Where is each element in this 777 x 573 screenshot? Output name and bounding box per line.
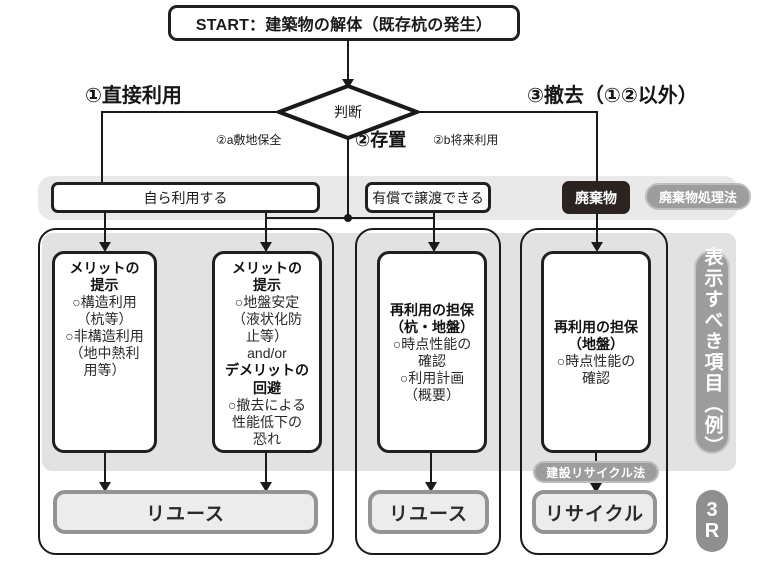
result-reuse-1: リユース: [53, 490, 318, 534]
arrow-card4-to-recycle: [590, 483, 602, 493]
connector-to-card-3: [433, 213, 435, 245]
card-line: ○時点性能の: [556, 353, 636, 369]
connector-start-to-decision: [347, 41, 349, 81]
waste-law-pill: 廃棄物処理法: [645, 183, 751, 210]
start-label: START：建築物の解体（既存杭の発生）: [195, 17, 493, 34]
card-reuse-guarantee-pile-ground: 再利用の担保 （杭・地盤） ○時点性能の 確認 ○利用計画 （概要）: [377, 251, 487, 453]
connector-decision-right: [415, 111, 598, 113]
branch-label-direct-use: ①直接利用: [85, 85, 182, 107]
card-line: 用等）: [83, 362, 126, 379]
card-line: ○撤去による: [227, 396, 307, 413]
card-structural-use-lines: メリットの 提示 ○構造利用 （杭等） ○非構造利用 （地中熱利 用等）: [59, 260, 150, 380]
status-box-self-use-label: 自ら利用する: [143, 189, 228, 206]
card-line: ○非構造利用: [65, 328, 144, 345]
card-line: 回避: [253, 379, 281, 396]
card-line: 性能低下の: [232, 413, 302, 430]
card-line: ○利用計画: [399, 370, 465, 387]
connector-right-down: [596, 111, 598, 183]
waste-law-pill-label: 廃棄物処理法: [658, 190, 737, 205]
card-line: 再利用の担保: [554, 318, 638, 335]
status-box-waste: 廃棄物: [562, 181, 630, 214]
connector-to-card-2: [265, 213, 267, 245]
card-line: （液状化防: [232, 311, 302, 328]
arrow-card1-to-reuse: [99, 482, 111, 492]
card-line: デメリットの: [225, 362, 309, 379]
arrow-to-card-3: [428, 242, 440, 252]
display-items-vertical-pill: 表示すべき項目（例）: [694, 247, 730, 457]
card-reuse-guarantee-ground-lines: 再利用の担保 （地盤） ○時点性能の 確認: [548, 319, 644, 387]
connector-card3-to-reuse: [430, 453, 432, 485]
result-reuse-2-label: リユース: [388, 503, 469, 525]
three-r-letter: R: [704, 520, 720, 542]
connector-to-card-4: [596, 213, 598, 245]
connector-card2-to-reuse: [265, 453, 267, 485]
card-line: 提示: [90, 277, 119, 294]
branch-label-future-use: ②b将来利用: [433, 133, 499, 147]
card-line: （地盤）: [568, 335, 624, 352]
column-bracket-direct-use: [38, 228, 334, 555]
card-line: （地中熱利: [69, 345, 140, 362]
card-ground-stability: メリットの 提示 ○地盤安定 （液状化防 止等） and/or デメリットの 回…: [212, 251, 322, 453]
card-structural-use: メリットの 提示 ○構造利用 （杭等） ○非構造利用 （地中熱利 用等）: [52, 251, 157, 453]
card-reuse-guarantee-ground: 再利用の担保 （地盤） ○時点性能の 確認: [541, 251, 651, 453]
three-r-number: 3: [706, 499, 718, 521]
card-line: 確認: [418, 353, 446, 369]
card-line: メリットの: [232, 260, 302, 276]
column-bracket-leave-in-place: [355, 228, 501, 555]
card-line: ○構造利用: [72, 294, 137, 311]
connector-middle-split: [265, 217, 435, 219]
three-r-pill: 3 R: [696, 490, 728, 552]
start-box: START：建築物の解体（既存杭の発生）: [168, 5, 520, 41]
display-items-vertical-label: 表示すべき項目（例）: [701, 247, 723, 457]
connector-decision-down: [347, 138, 349, 218]
decision-label: 判断: [334, 104, 362, 120]
result-reuse-1-label: リユース: [145, 503, 226, 525]
result-recycle: リサイクル: [532, 490, 657, 534]
branch-label-site-preservation: ②a敷地保全: [216, 133, 282, 147]
card-line: ○時点性能の: [392, 335, 472, 352]
connector-to-card-1: [104, 213, 106, 245]
column-bracket-removal: [520, 228, 668, 555]
connector-decision-left: [101, 111, 281, 113]
construction-recycle-law-label: 建設リサイクル法: [546, 465, 646, 480]
card-line: （杭等）: [76, 311, 133, 328]
status-box-paid-transfer: 有償で譲渡できる: [365, 182, 491, 213]
connector-left-down: [101, 111, 103, 183]
card-line: 止等）: [246, 328, 288, 345]
result-recycle-label: リサイクル: [544, 503, 645, 525]
branch-label-removal: ③撤去（①②以外）: [527, 85, 698, 107]
arrow-to-card-2: [260, 242, 272, 252]
arrow-card2-to-reuse: [260, 482, 272, 492]
card-line: メリットの: [69, 260, 140, 276]
card-line: （杭・地盤）: [390, 318, 474, 335]
arrow-card3-to-reuse: [425, 482, 437, 492]
connector-card1-to-reuse: [104, 453, 106, 485]
card-line: 提示: [253, 277, 281, 294]
card-line: 確認: [582, 370, 610, 387]
card-reuse-guarantee-pile-ground-lines: 再利用の担保 （杭・地盤） ○時点性能の 確認 ○利用計画 （概要）: [384, 302, 480, 404]
branch-label-leave-in-place: ②存置: [355, 130, 407, 150]
arrow-to-card-4: [591, 242, 603, 252]
card-line: ○地盤安定: [234, 294, 300, 311]
card-line: 恐れ: [253, 430, 281, 447]
card-ground-stability-lines: メリットの 提示 ○地盤安定 （液状化防 止等） and/or デメリットの 回…: [219, 260, 315, 448]
result-reuse-2: リユース: [368, 490, 489, 534]
card-line: 再利用の担保: [390, 301, 474, 318]
status-box-paid-transfer-label: 有償で譲渡できる: [372, 189, 484, 206]
connector-card4-to-recycle: [595, 453, 597, 463]
status-box-self-use: 自ら利用する: [51, 182, 320, 213]
card-line: and/or: [247, 345, 287, 362]
status-box-waste-label: 廃棄物: [575, 189, 617, 206]
construction-recycle-law-pill: 建設リサイクル法: [533, 461, 659, 483]
card-line: （概要）: [404, 387, 460, 404]
arrow-to-card-1: [99, 242, 111, 252]
